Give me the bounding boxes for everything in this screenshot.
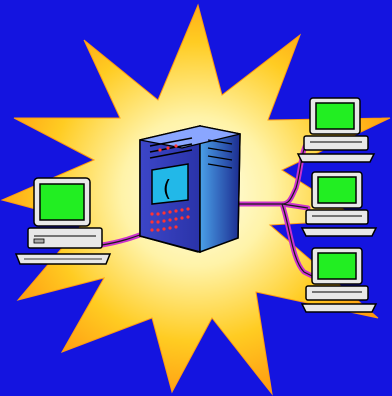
monitor-screen xyxy=(40,184,84,220)
monitor-screen xyxy=(318,177,356,203)
tower-server-icon: ( xyxy=(140,126,240,252)
monitor-screen xyxy=(318,253,356,279)
monitor-screen xyxy=(316,103,354,129)
svg-text:(: ( xyxy=(160,177,173,202)
